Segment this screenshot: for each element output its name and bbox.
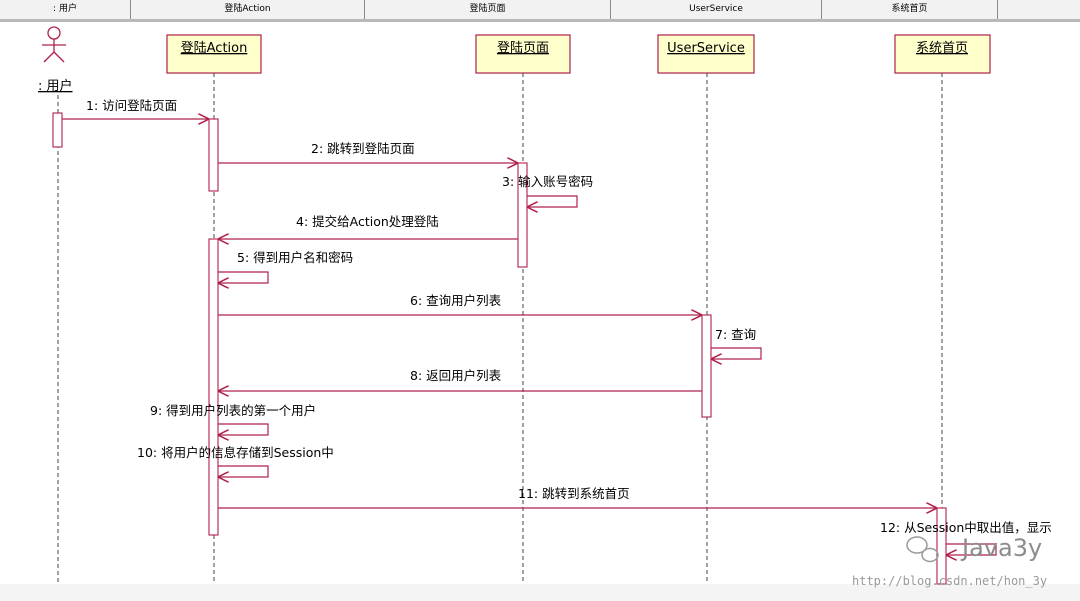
header-cell-service: UserService — [611, 0, 822, 19]
watermark-url: http://blog.csdn.net/hon_3y — [852, 574, 1048, 588]
message-3-arrow — [527, 195, 578, 207]
message-7-label: 7: 查询 — [715, 327, 756, 342]
object-page-label: 登陆页面 — [497, 40, 549, 56]
message-10-arrow — [218, 465, 269, 477]
actor-user-icon — [42, 26, 66, 63]
bottom-strip — [0, 584, 1080, 601]
header-cell-action: 登陆Action — [131, 0, 365, 19]
message-6-label: 6: 查询用户列表 — [410, 293, 502, 308]
message-4-label: 4: 提交给Action处理登陆 — [296, 214, 439, 229]
activation-home — [936, 507, 947, 585]
header-cell-user: : 用户 — [0, 0, 131, 19]
message-3-label: 3: 输入账号密码 — [502, 174, 593, 189]
message-2-label: 2: 跳转到登陆页面 — [311, 141, 415, 156]
wechat-logo-icon — [906, 536, 939, 563]
actor-user-label: : 用户 — [38, 78, 73, 94]
watermark-brand: Java3y — [962, 534, 1043, 562]
activation-user — [52, 112, 63, 148]
message-10-label: 10: 将用户的信息存储到Session中 — [137, 445, 334, 460]
message-5-label: 5: 得到用户名和密码 — [237, 250, 353, 265]
object-action-label: 登陆Action — [181, 40, 248, 56]
object-service-label: UserService — [667, 41, 745, 56]
activation-page — [517, 162, 528, 268]
header-cell-page: 登陆页面 — [365, 0, 611, 19]
object-service: UserService — [657, 34, 755, 74]
header-bar: : 用户 登陆Action 登陆页面 UserService 系统首页 — [0, 0, 1080, 22]
object-action: 登陆Action — [166, 34, 262, 74]
activation-action-1 — [208, 118, 219, 192]
message-9-label: 9: 得到用户列表的第一个用户 — [150, 403, 316, 418]
activation-action-2 — [208, 238, 219, 536]
activation-service — [701, 314, 712, 418]
message-12-arrow — [946, 543, 997, 555]
message-11-label: 11: 跳转到系统首页 — [518, 486, 630, 501]
message-9-arrow — [218, 423, 269, 435]
header-cell-home: 系统首页 — [822, 0, 998, 19]
object-home-label: 系统首页 — [916, 41, 968, 56]
message-8-label: 8: 返回用户列表 — [410, 368, 502, 383]
object-page: 登陆页面 — [475, 34, 571, 74]
message-5-arrow — [218, 271, 269, 283]
object-home: 系统首页 — [894, 34, 991, 74]
message-7-arrow — [711, 347, 762, 359]
message-1-label: 1: 访问登陆页面 — [86, 98, 177, 113]
message-12-label: 12: 从Session中取出值，显示 — [880, 520, 1052, 535]
